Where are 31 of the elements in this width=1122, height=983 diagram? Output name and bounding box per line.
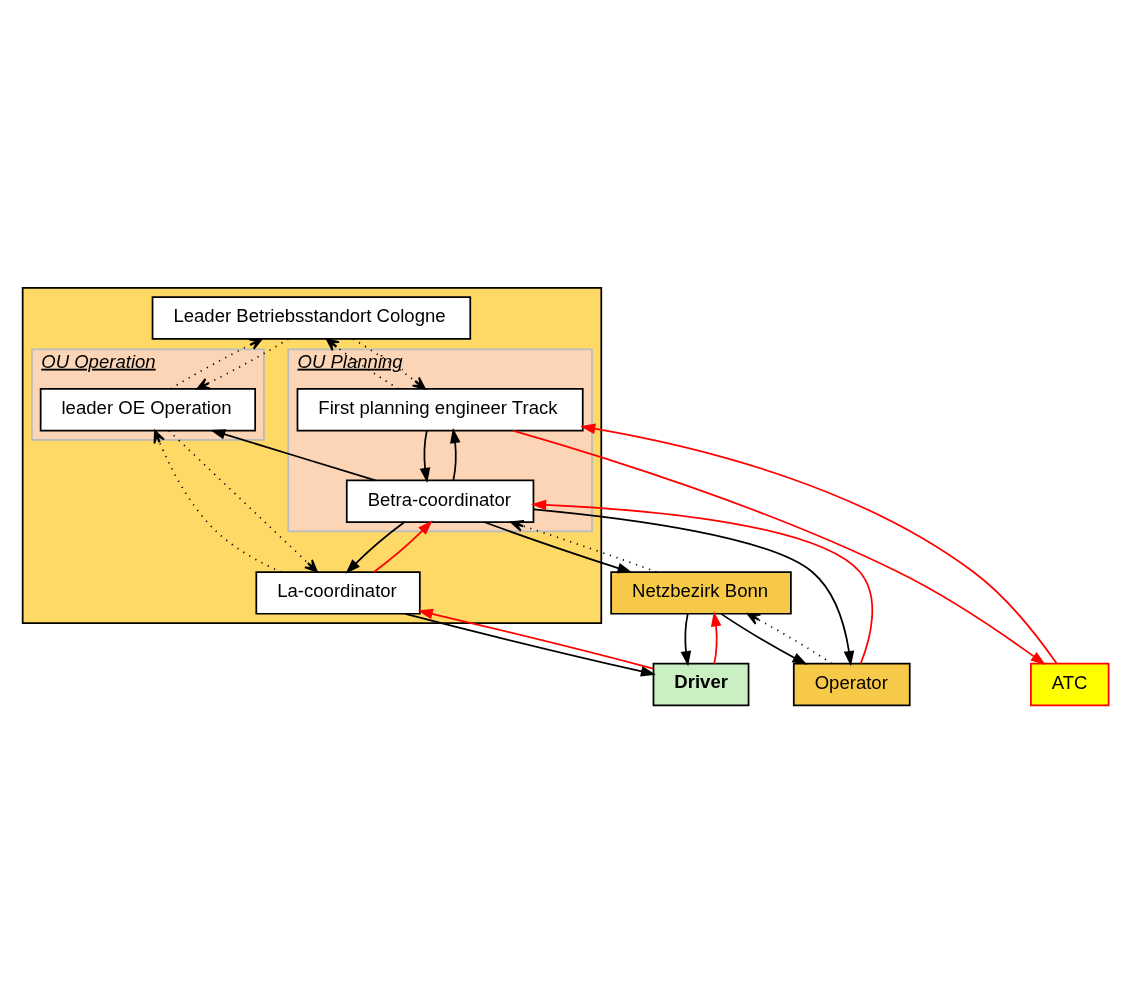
arrow bbox=[710, 610, 722, 664]
arrow bbox=[153, 429, 283, 573]
arrow bbox=[580, 423, 1058, 664]
arrow bbox=[746, 612, 833, 664]
arrow bbox=[419, 429, 431, 483]
arrow bbox=[210, 428, 377, 481]
node-box: Leader Betriebsstandort Cologne bbox=[151, 295, 472, 340]
arrow bbox=[510, 519, 658, 573]
arrow bbox=[512, 429, 1046, 665]
node-box: First planning engineer Track bbox=[296, 387, 584, 431]
arrow bbox=[450, 427, 461, 481]
arrow bbox=[417, 608, 655, 669]
arrow bbox=[168, 429, 318, 572]
node-box: La-coordinator bbox=[255, 570, 421, 615]
arrow bbox=[483, 520, 633, 573]
arrow bbox=[404, 612, 656, 676]
arrow bbox=[196, 337, 290, 390]
node-box: leader OE Operation bbox=[39, 387, 257, 431]
node-box: Betra-coordinator bbox=[345, 479, 535, 523]
arrow bbox=[352, 337, 426, 390]
node-box: Driver bbox=[652, 662, 750, 706]
arrow bbox=[373, 519, 433, 573]
node-box: Netzbezirk Bonn bbox=[610, 570, 792, 615]
cluster bbox=[21, 286, 603, 624]
arrow bbox=[345, 520, 406, 574]
arrow bbox=[720, 612, 808, 665]
arrow bbox=[325, 337, 400, 390]
arrow bbox=[680, 612, 692, 666]
node-box: Operator bbox=[792, 662, 911, 706]
arrow bbox=[169, 337, 263, 390]
node-box: ATC bbox=[1030, 662, 1110, 706]
